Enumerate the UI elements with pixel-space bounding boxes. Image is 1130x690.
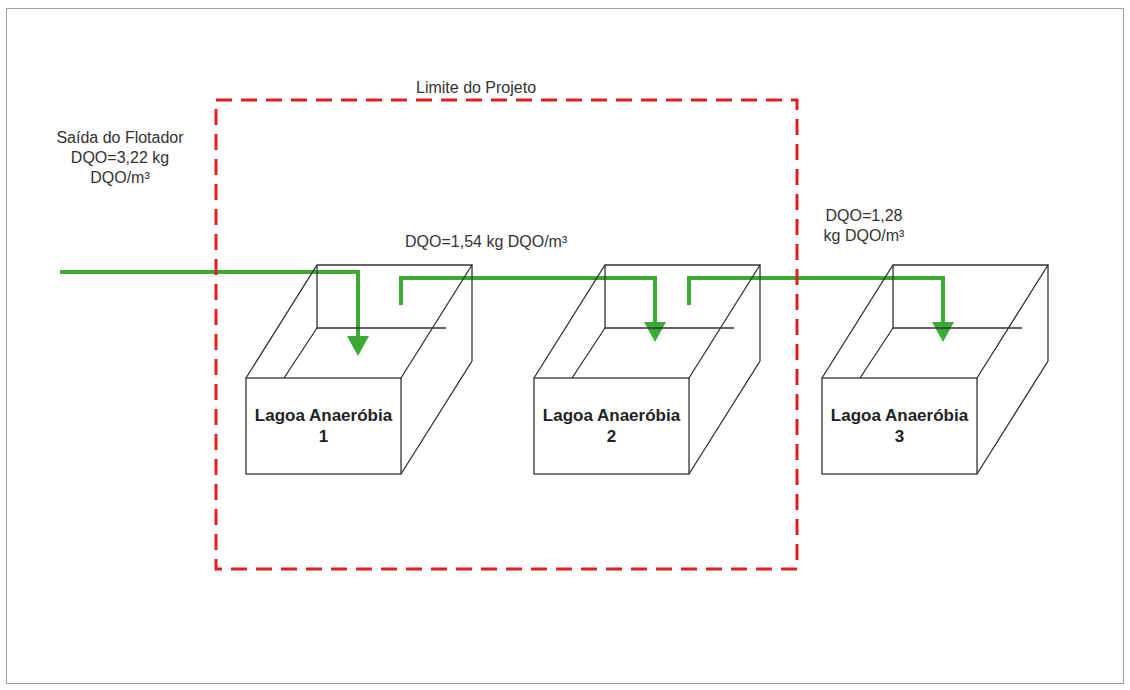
lagoon-outline <box>822 265 1048 474</box>
dashed-boundary <box>216 75 797 571</box>
outer-frame <box>7 9 1124 684</box>
inflow-label: Saída do Flotador DQO=3,22 kg DQO/m³ <box>55 128 185 188</box>
arrowhead <box>644 322 666 342</box>
boundary-title: Limite do Projeto <box>416 78 536 98</box>
project-boundary: Limite do ProjetoLagoa Anaeróbia 1 Lagoa … <box>216 75 797 571</box>
lagoon-name: Lagoa Anaeróbia 2 <box>536 405 687 447</box>
lagoon-box: Lagoa Anaeróbia 1 <box>246 265 472 474</box>
lagoon-name: Lagoa Anaeróbia 1 <box>248 405 399 447</box>
lagoon-name: Lagoa Anaeróbia 3 <box>824 405 975 447</box>
flow-label: DQO=1,28 kg DQO/m³ <box>818 206 910 246</box>
flow-label: DQO=1,54 kg DQO/m³ <box>405 232 567 252</box>
lagoon-outline <box>246 265 472 474</box>
lagoon-box: Lagoa Anaeróbia 3 <box>822 265 1048 474</box>
flow-connector <box>401 278 666 342</box>
inflow-line <box>60 272 358 338</box>
flow-connector <box>689 278 954 342</box>
arrowhead <box>932 322 954 342</box>
lagoon-outline <box>534 265 760 474</box>
inflow-arrowhead <box>347 336 369 356</box>
lagoon-box: Lagoa Anaeróbia 2 <box>534 265 760 474</box>
